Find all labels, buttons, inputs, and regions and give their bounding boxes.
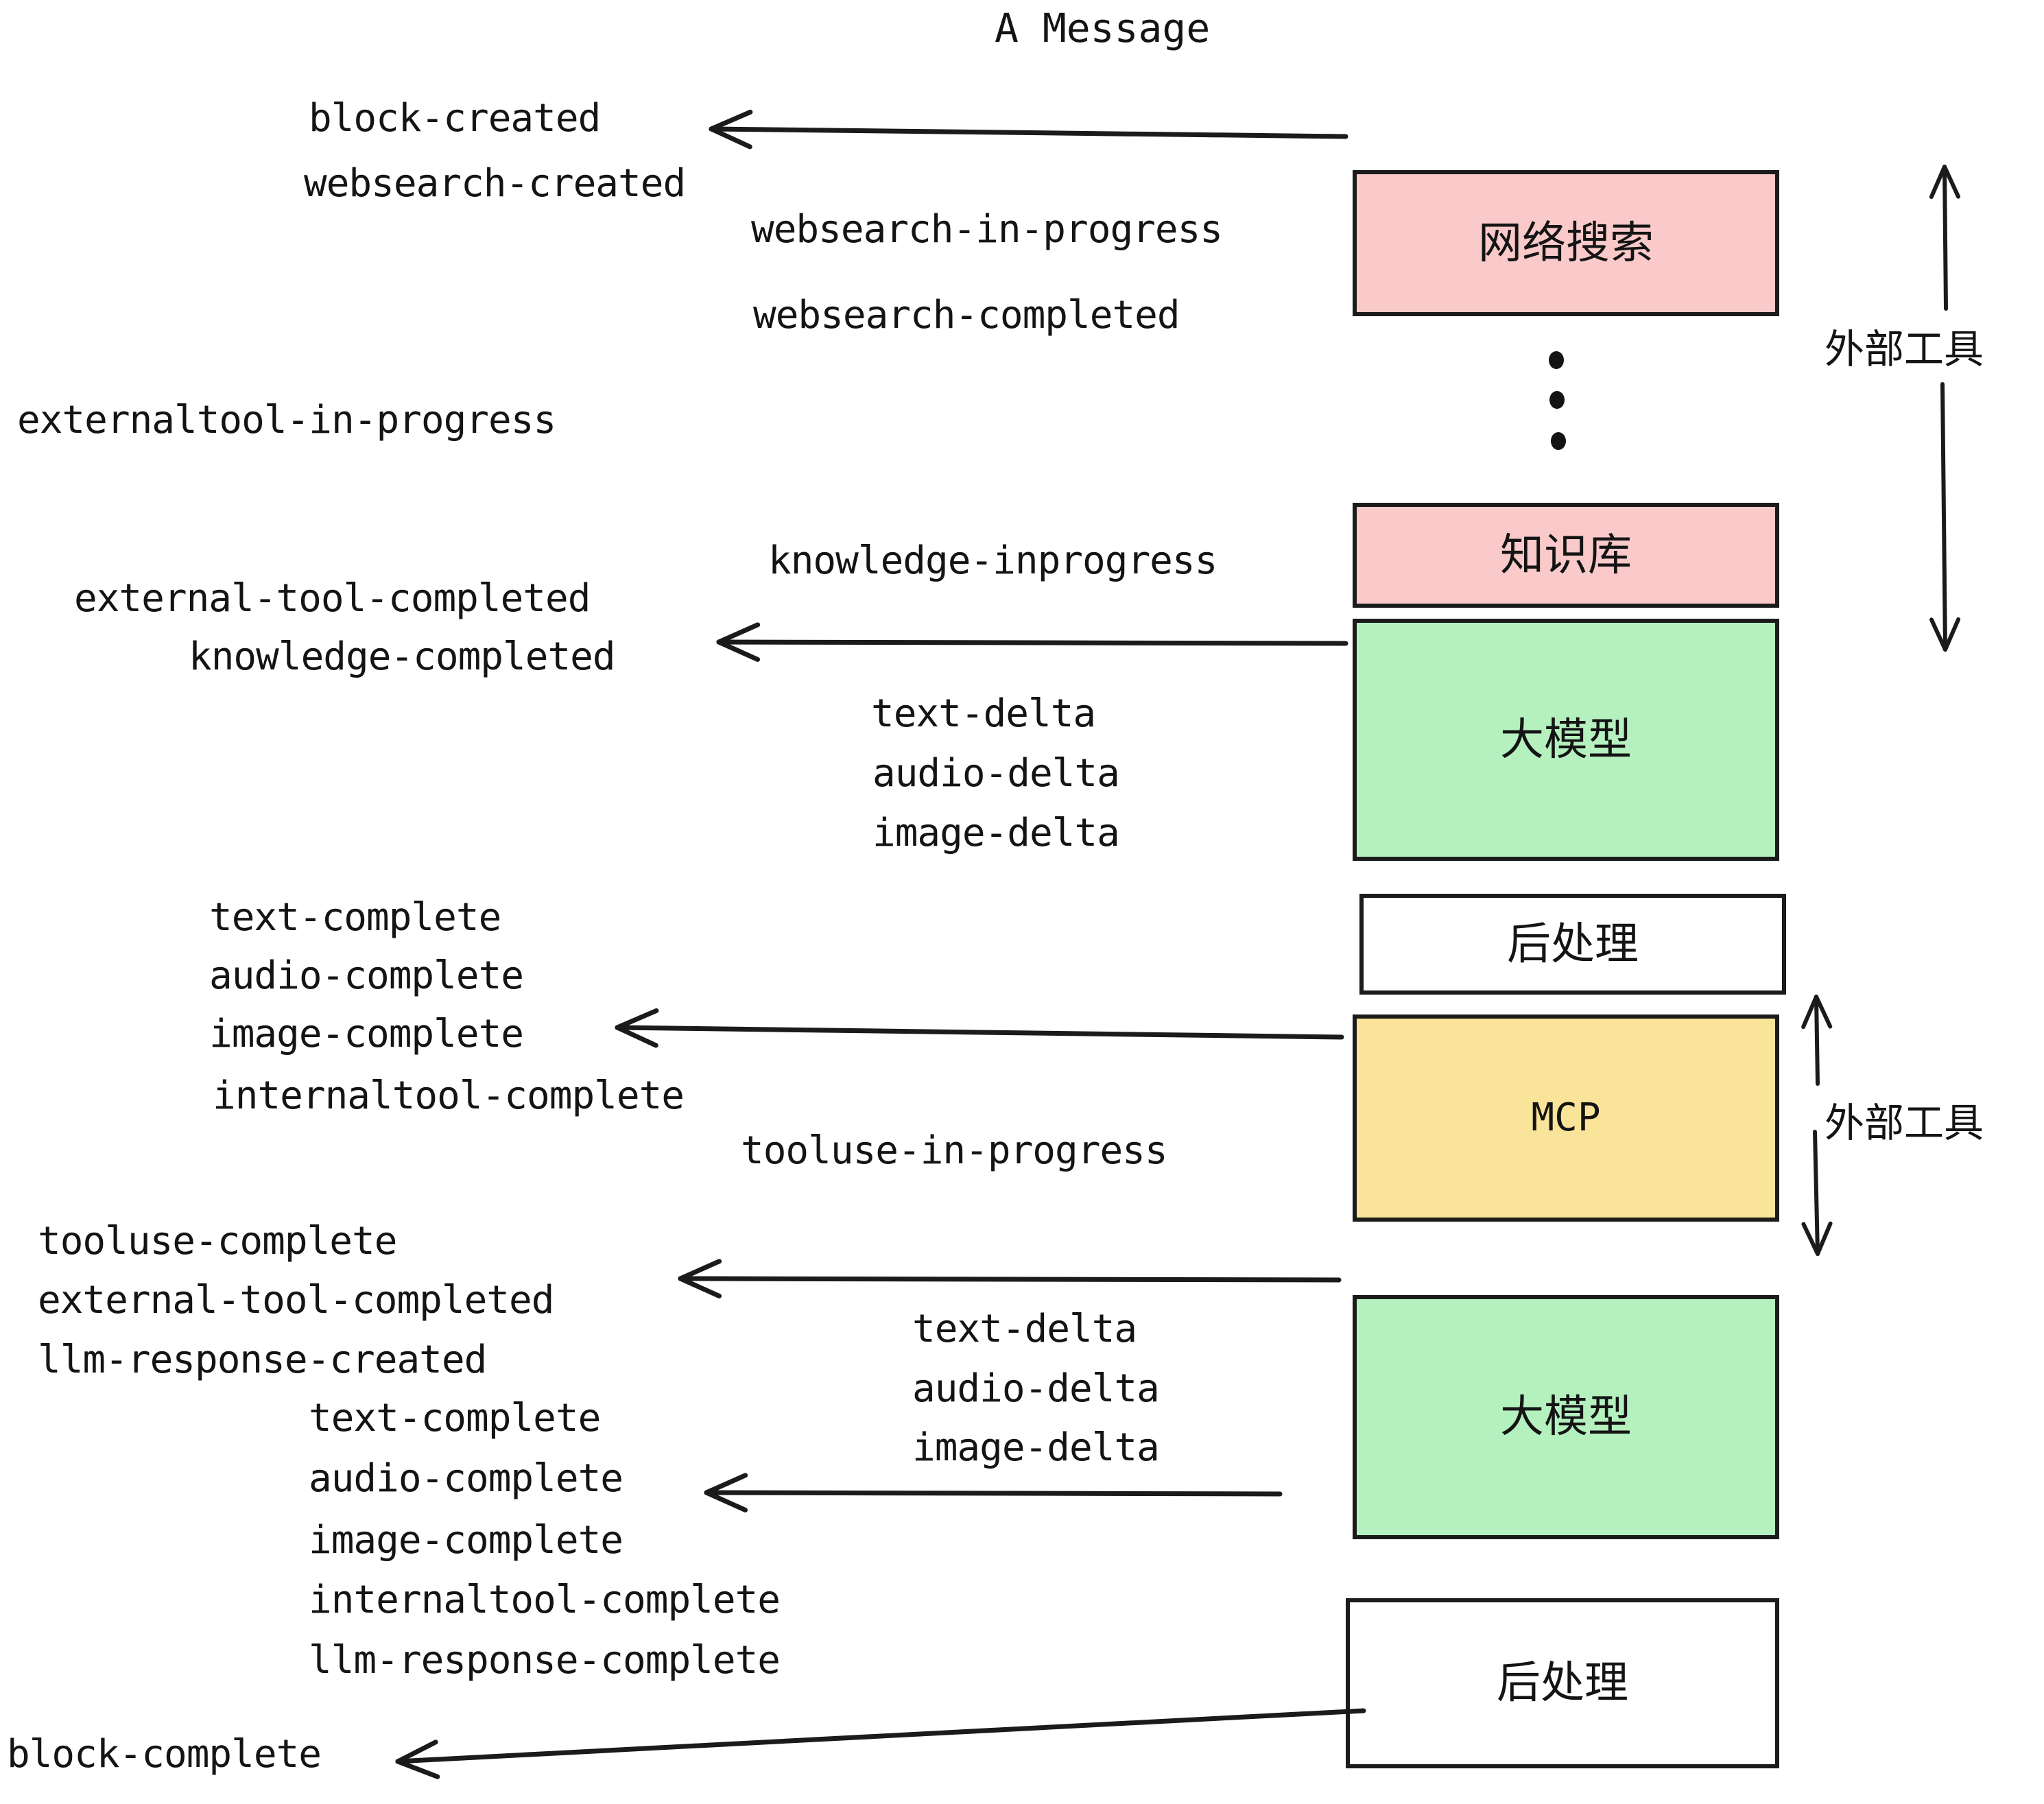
page-title: A Message bbox=[995, 5, 1211, 51]
event-label-internaltool-complete-2: internaltool-complete bbox=[309, 1578, 781, 1622]
event-label-tooluse-in-progress: tooluse-in-progress bbox=[741, 1128, 1168, 1173]
side-label-external-tools-bottom: 外部工具 bbox=[1825, 1100, 1984, 1146]
event-label-tooluse-complete: tooluse-complete bbox=[38, 1219, 397, 1263]
event-label-audio-delta-1: audio-delta bbox=[872, 751, 1120, 796]
event-label-external-tool-completed-2: external-tool-completed bbox=[38, 1278, 554, 1322]
event-label-text-complete-2: text-complete bbox=[309, 1396, 601, 1440]
arrow-audio-complete bbox=[704, 1473, 1283, 1512]
ellipsis-dot-2 bbox=[1549, 391, 1565, 409]
arrow-block-complete bbox=[395, 1708, 1366, 1779]
event-label-knowledge-inprogress: knowledge-inprogress bbox=[768, 538, 1217, 583]
event-label-text-complete-1: text-complete bbox=[209, 895, 501, 940]
event-label-llm-response-created: llm-response-created bbox=[38, 1338, 487, 1382]
event-label-external-tool-completed-1: external-tool-completed bbox=[74, 576, 591, 621]
event-label-text-delta-2: text-delta bbox=[912, 1307, 1137, 1351]
box-knowledge: 知识库 bbox=[1353, 503, 1779, 608]
box-postprocess-1: 后处理 bbox=[1359, 894, 1786, 995]
scope-arrow-bottom-down bbox=[1801, 1130, 1833, 1256]
arrow-image-complete bbox=[615, 1008, 1344, 1048]
box-mcp: MCP bbox=[1353, 1014, 1779, 1222]
scope-arrow-top-up bbox=[1929, 165, 1960, 311]
event-label-websearch-in-progress: websearch-in-progress bbox=[751, 207, 1223, 252]
event-label-image-delta-2: image-delta bbox=[912, 1425, 1160, 1470]
arrow-block-created bbox=[709, 109, 1348, 150]
ellipsis-dot-3 bbox=[1551, 432, 1566, 450]
event-label-block-complete: block-complete bbox=[7, 1732, 322, 1777]
box-postprocess-2: 后处理 bbox=[1346, 1598, 1779, 1768]
arrow-knowledge-done bbox=[716, 622, 1348, 662]
box-llm-top: 大模型 bbox=[1353, 619, 1779, 861]
arrow-tooluse-complete bbox=[678, 1259, 1342, 1298]
event-label-text-delta-1: text-delta bbox=[871, 691, 1096, 736]
scope-arrow-top-down bbox=[1929, 382, 1961, 652]
event-label-image-delta-1: image-delta bbox=[872, 811, 1120, 855]
ellipsis-dot-1 bbox=[1549, 351, 1564, 369]
event-label-websearch-completed: websearch-completed bbox=[753, 293, 1180, 337]
event-label-image-complete-1: image-complete bbox=[209, 1012, 524, 1056]
event-label-image-complete-2: image-complete bbox=[309, 1518, 623, 1563]
side-label-external-tools-top: 外部工具 bbox=[1825, 326, 1984, 372]
event-label-externaltool-in-progress: externaltool-in-progress bbox=[17, 398, 556, 442]
box-websearch: 网络搜索 bbox=[1353, 170, 1779, 316]
event-label-knowledge-completed: knowledge-completed bbox=[189, 634, 616, 679]
event-label-llm-response-complete: llm-response-complete bbox=[309, 1638, 781, 1683]
event-label-audio-complete-2: audio-complete bbox=[309, 1456, 623, 1501]
event-label-block-created: block-created bbox=[309, 96, 601, 141]
event-label-websearch-created: websearch-created bbox=[304, 161, 686, 206]
event-label-internaltool-complete-1: internaltool-complete bbox=[213, 1073, 685, 1118]
event-label-audio-complete-1: audio-complete bbox=[209, 953, 524, 998]
box-llm-bottom: 大模型 bbox=[1353, 1295, 1779, 1539]
event-label-audio-delta-2: audio-delta bbox=[912, 1366, 1160, 1411]
scope-arrow-bottom-up bbox=[1801, 995, 1833, 1086]
